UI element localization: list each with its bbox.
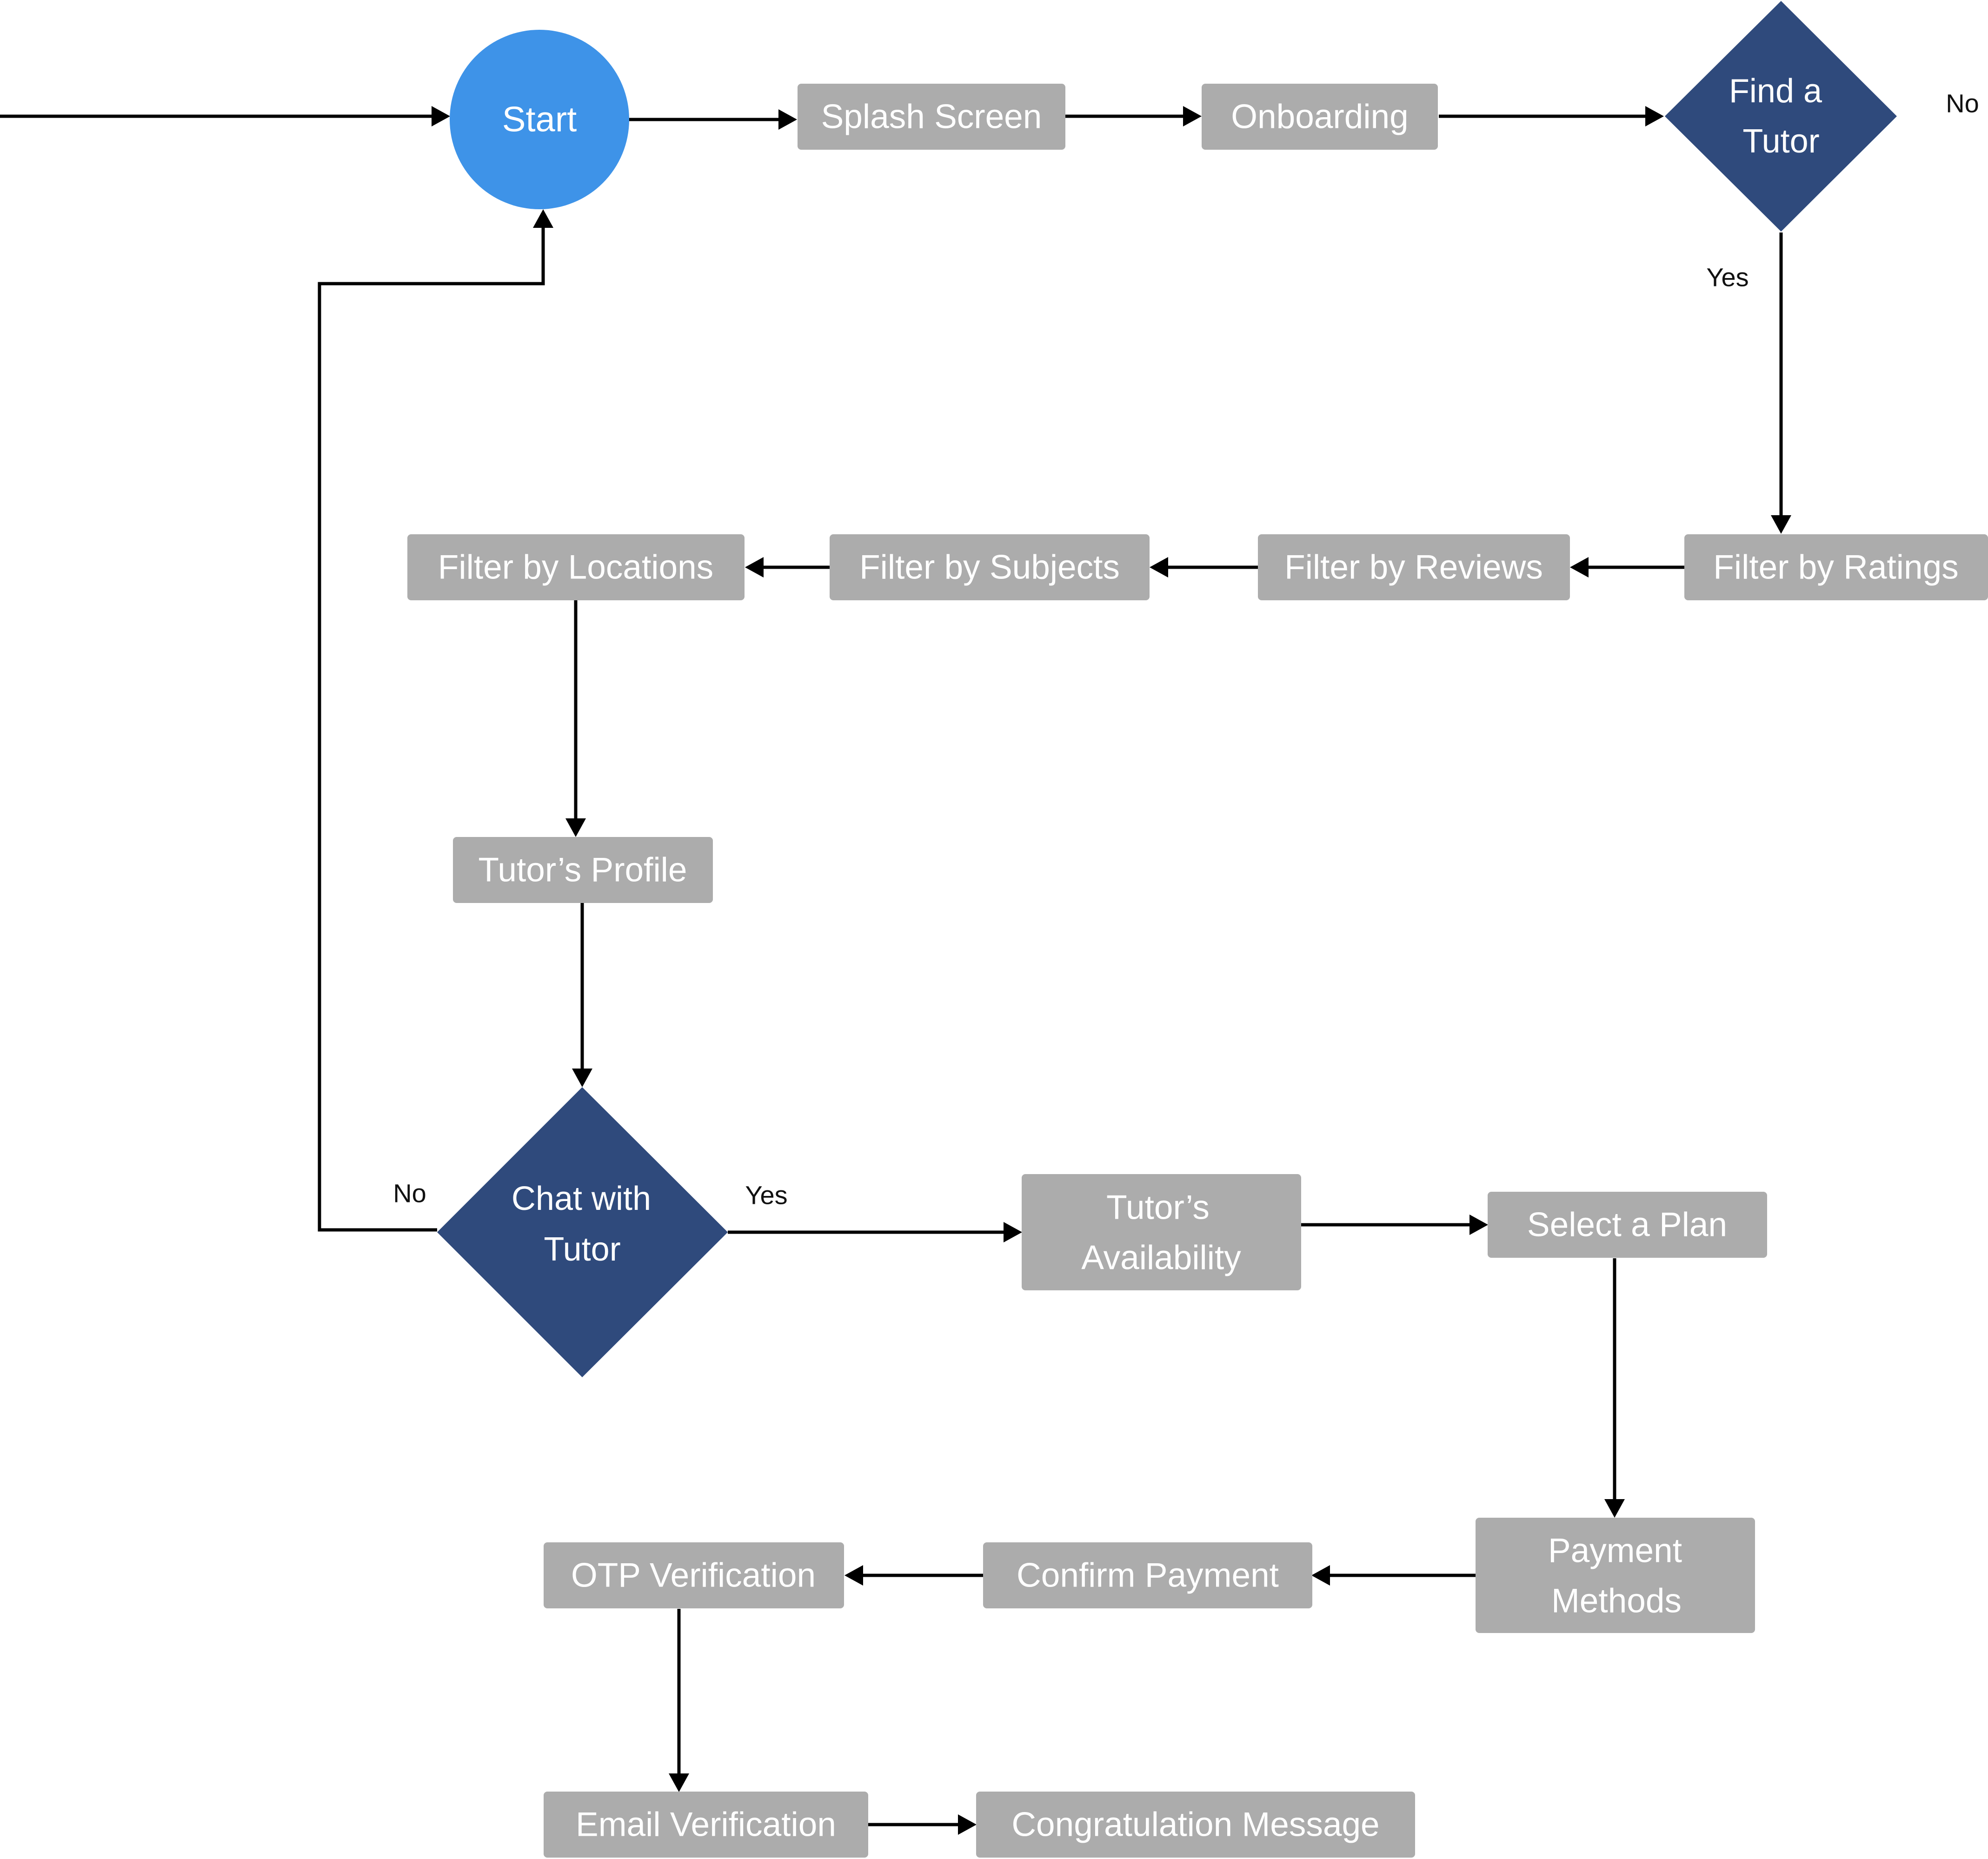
tutor-profile-box[interactable]: Tutor’s Profile bbox=[453, 837, 713, 903]
process-nodes: Splash Screen Onboarding Filter by Ratin… bbox=[407, 84, 1988, 1858]
arrowhead bbox=[572, 1069, 592, 1087]
chat-tutor-no-label: No bbox=[393, 1179, 426, 1208]
chat-tutor-diamond bbox=[437, 1087, 728, 1377]
arrowhead bbox=[565, 818, 586, 837]
onboarding-label: Onboarding bbox=[1231, 98, 1409, 136]
filter-subjects-label: Filter by Subjects bbox=[859, 549, 1120, 586]
arrowhead bbox=[1469, 1215, 1488, 1235]
email-verification-rect bbox=[544, 1792, 868, 1858]
filter-locations-rect bbox=[407, 534, 745, 600]
find-tutor-label-line2: Tutor bbox=[1742, 123, 1819, 160]
payment-methods-label-line2: Methods bbox=[1551, 1582, 1682, 1620]
tutor-availability-label-line1: Tutor’s bbox=[1106, 1189, 1210, 1227]
splash-screen-rect bbox=[798, 84, 1065, 150]
payment-methods-rect bbox=[1476, 1518, 1755, 1633]
arrowhead bbox=[1150, 557, 1168, 578]
email-verification-box[interactable]: Email Verification bbox=[544, 1792, 868, 1858]
branch-labels: No Yes No Yes bbox=[393, 89, 1979, 1210]
find-tutor-no-label: No bbox=[1946, 89, 1979, 118]
filter-reviews-rect bbox=[1258, 534, 1570, 600]
filter-reviews-label: Filter by Reviews bbox=[1284, 549, 1543, 586]
tutor-profile-label: Tutor’s Profile bbox=[479, 851, 687, 889]
chat-tutor-label-line1: Chat with bbox=[512, 1180, 651, 1217]
start-label: Start bbox=[502, 100, 577, 139]
otp-verification-label: OTP Verification bbox=[571, 1557, 816, 1594]
select-plan-label: Select a Plan bbox=[1527, 1206, 1727, 1244]
arrowhead bbox=[1645, 106, 1664, 126]
start-node[interactable]: Start bbox=[450, 30, 629, 209]
find-tutor-decision[interactable]: Find a Tutor bbox=[1665, 1, 1897, 232]
arrowhead bbox=[1311, 1565, 1330, 1586]
filter-ratings-label: Filter by Ratings bbox=[1713, 549, 1958, 586]
arrowhead bbox=[958, 1814, 977, 1835]
arrowhead bbox=[1771, 515, 1791, 534]
onboarding-rect bbox=[1202, 84, 1438, 150]
otp-verification-rect bbox=[544, 1542, 844, 1608]
congratulation-message-label: Congratulation Message bbox=[1011, 1806, 1379, 1844]
arrowhead bbox=[778, 109, 797, 130]
onboarding-box[interactable]: Onboarding bbox=[1202, 84, 1438, 150]
chat-tutor-decision[interactable]: Chat with Tutor bbox=[437, 1087, 728, 1377]
arrowhead bbox=[745, 557, 764, 578]
filter-subjects-rect bbox=[830, 534, 1150, 600]
email-verification-label: Email Verification bbox=[576, 1806, 836, 1844]
arrowhead bbox=[1183, 106, 1202, 126]
confirm-payment-box[interactable]: Confirm Payment bbox=[983, 1542, 1312, 1608]
connectors bbox=[0, 106, 1791, 1835]
tutor-availability-label-line2: Availability bbox=[1081, 1239, 1241, 1277]
filter-locations-label: Filter by Locations bbox=[438, 549, 713, 586]
find-tutor-diamond bbox=[1665, 1, 1897, 232]
start-circle bbox=[450, 30, 629, 209]
congratulation-message-rect bbox=[976, 1792, 1415, 1858]
splash-screen-label: Splash Screen bbox=[821, 98, 1042, 136]
arrowhead bbox=[844, 1565, 863, 1586]
chat-tutor-yes-label: Yes bbox=[745, 1181, 787, 1210]
decision-nodes: Find a Tutor Chat with Tutor bbox=[437, 1, 1897, 1377]
confirm-payment-rect bbox=[983, 1542, 1312, 1608]
filter-ratings-box[interactable]: Filter by Ratings bbox=[1684, 534, 1988, 600]
confirm-payment-label: Confirm Payment bbox=[1017, 1557, 1279, 1594]
payment-methods-box[interactable]: Payment Methods bbox=[1476, 1518, 1755, 1633]
arrowhead bbox=[669, 1773, 689, 1792]
select-plan-box[interactable]: Select a Plan bbox=[1488, 1192, 1767, 1258]
tutor-profile-rect bbox=[453, 837, 713, 903]
arrowhead bbox=[1570, 557, 1589, 578]
congratulation-message-box[interactable]: Congratulation Message bbox=[976, 1792, 1415, 1858]
find-tutor-label-line1: Find a bbox=[1729, 73, 1822, 110]
edge-chat-no-loop-to-start bbox=[318, 228, 545, 1232]
chat-tutor-label-line2: Tutor bbox=[544, 1231, 620, 1268]
arrowhead bbox=[1004, 1222, 1022, 1242]
arrowhead bbox=[533, 209, 553, 228]
select-plan-rect bbox=[1488, 1192, 1767, 1258]
arrowhead bbox=[1604, 1499, 1625, 1518]
filter-ratings-rect bbox=[1684, 534, 1988, 600]
arrowhead bbox=[432, 106, 450, 126]
otp-verification-box[interactable]: OTP Verification bbox=[544, 1542, 844, 1608]
splash-screen-box[interactable]: Splash Screen bbox=[798, 84, 1065, 150]
filter-locations-box[interactable]: Filter by Locations bbox=[407, 534, 745, 600]
tutor-availability-box[interactable]: Tutor’s Availability bbox=[1022, 1174, 1301, 1290]
filter-subjects-box[interactable]: Filter by Subjects bbox=[830, 534, 1150, 600]
payment-methods-label-line1: Payment bbox=[1548, 1532, 1682, 1570]
find-tutor-yes-label: Yes bbox=[1706, 263, 1749, 292]
tutor-availability-rect bbox=[1022, 1174, 1301, 1290]
filter-reviews-box[interactable]: Filter by Reviews bbox=[1258, 534, 1570, 600]
